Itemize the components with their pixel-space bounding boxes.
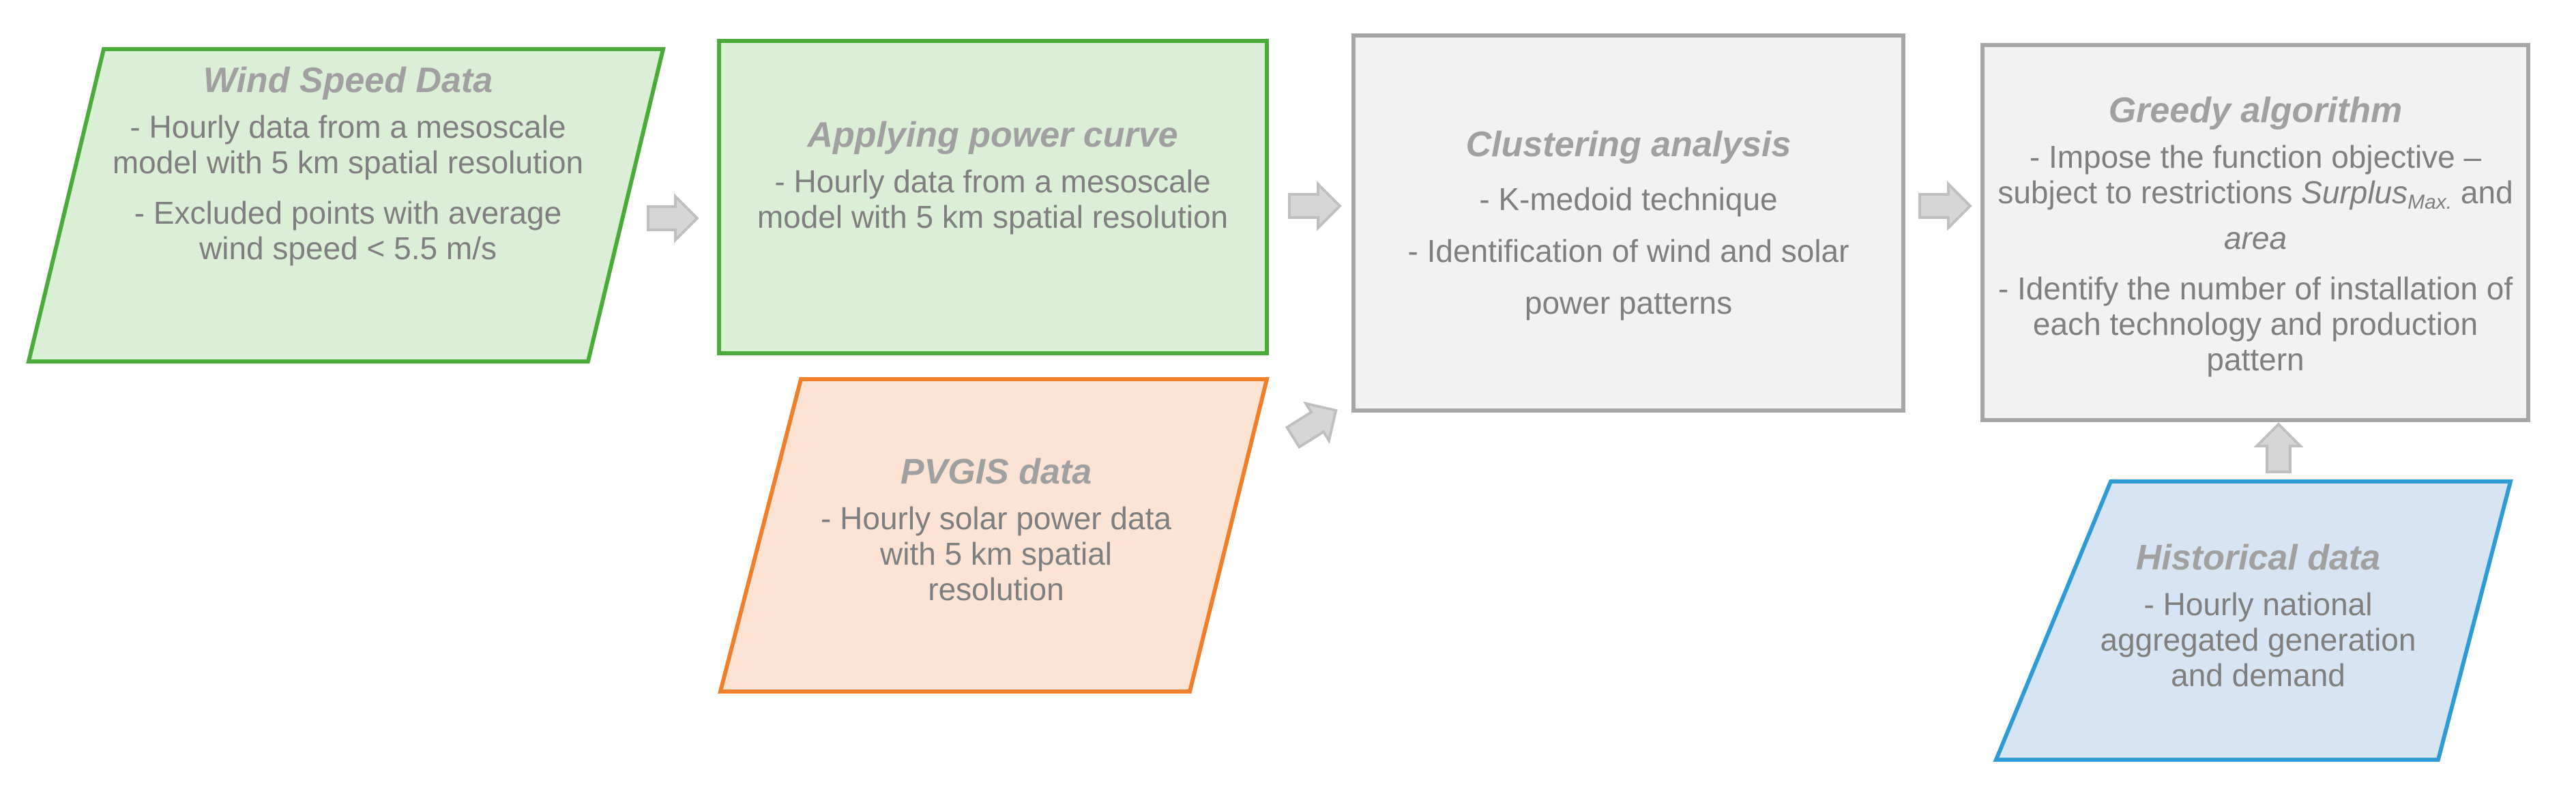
pvgis-data-line-1: - Hourly solar power data with 5 km spat… (821, 501, 1171, 607)
pvgis-data-shape (718, 377, 1270, 694)
greedy-algorithm-line-1: - Impose the function objective – subjec… (1997, 139, 2513, 256)
wind-speed-data-title: Wind Speed Data (203, 61, 493, 100)
power-curve-title: Applying power curve (807, 115, 1178, 155)
historical-data-shape (1993, 479, 2513, 762)
greedy-algorithm-node: Greedy algorithm - Impose the function o… (1988, 89, 2523, 377)
clustering-analysis-title: Clustering analysis (1465, 125, 1791, 164)
power-curve-node: Applying power curve - Hourly data from … (744, 113, 1242, 235)
power-curve-line-1: - Hourly data from a mesoscale model wit… (757, 164, 1229, 235)
greedy-algorithm-shape (1980, 43, 2530, 422)
clustering-analysis-node: Clustering analysis - K-medoid technique… (1364, 123, 1892, 329)
arrow-historical-to-greedy (2253, 422, 2304, 473)
clustering-analysis-line-2: - Identification of wind and solar power… (1407, 233, 1849, 321)
arrow-cluster-to-greedy (1918, 181, 1972, 231)
wind-speed-data-shape (26, 47, 666, 363)
wind-speed-data-line-1: - Hourly data from a mesoscale model wit… (112, 109, 584, 180)
historical-data-title: Historical data (2135, 538, 2381, 578)
wind-speed-data-line-2: - Excluded points with average wind spee… (134, 195, 562, 266)
arrow-power-to-cluster (1288, 181, 1342, 231)
pvgis-data-node: PVGIS data - Hourly solar power data wit… (812, 450, 1180, 607)
wind-speed-data-node: Wind Speed Data - Hourly data from a mes… (102, 59, 594, 266)
pvgis-data-title: PVGIS data (900, 452, 1092, 492)
arrow-wind-to-power (647, 193, 699, 243)
historical-data-node: Historical data - Hourly national aggreg… (2074, 536, 2442, 693)
arrow-pvgis-to-cluster (1285, 401, 1338, 449)
greedy-algorithm-line-2: - Identify the number of installation of… (1997, 271, 2513, 377)
clustering-analysis-line-1: - K-medoid technique (1479, 181, 1778, 217)
power-curve-shape (717, 39, 1269, 355)
greedy-algorithm-title: Greedy algorithm (2108, 91, 2403, 130)
historical-data-line-1: - Hourly national aggregated generation … (2100, 586, 2416, 693)
clustering-analysis-shape (1351, 33, 1905, 413)
